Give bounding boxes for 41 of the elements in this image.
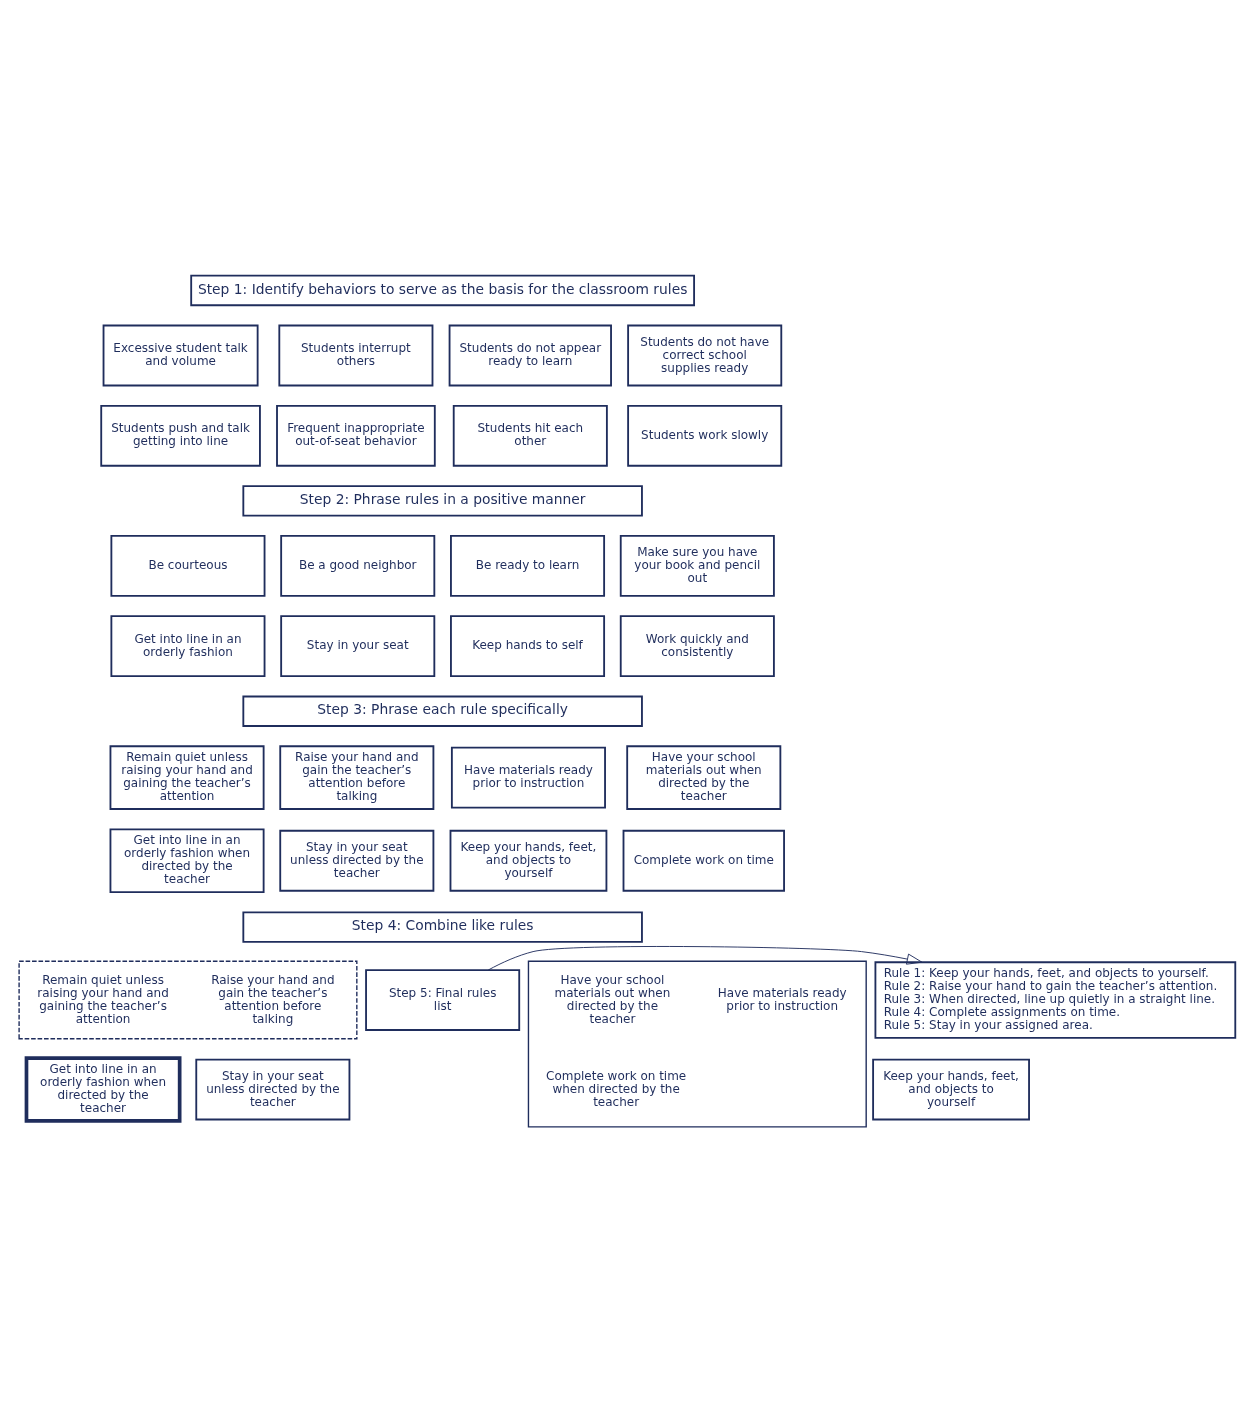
node-box: Step 4: Combine like rules	[242, 911, 643, 943]
node-box: Get into line in an orderly fashion when directed by the teacher	[24, 1056, 182, 1123]
node-box: Keep your hands, feet, and objects to yourself	[449, 829, 608, 892]
node-box: Stay in your seat	[280, 615, 436, 678]
node-box: Rule 1: Keep your hands, feet, and objects to yourself. Rule 2: Raise your hand to gain the teacher’s attention. Rule 3: When directed, line up quietly in a straight line. Rule 4: Complete assignments on time. Rule 5: Stay in your assigned area.	[874, 961, 1237, 1039]
node-box: Students push and talk getting into line	[100, 404, 261, 467]
node-box: Excessive student talk and volume	[102, 324, 259, 387]
node-box: Have your school materials out when directed by the teacher	[626, 745, 782, 810]
node-box: Make sure you have your book and pencil out	[619, 535, 775, 597]
node-box: Students interrupt others	[278, 324, 434, 387]
node-box: Get into line in an orderly fashion when directed by the teacher	[109, 828, 265, 893]
node-text: Have materials ready prior to instruction	[717, 985, 847, 1013]
node-box: Students do not have correct school supplies ready	[627, 324, 783, 387]
node-box: Students hit each other	[452, 404, 608, 467]
node-box: Frequent inappropriate out-of-seat behavior	[276, 404, 436, 467]
node-box: Students do not appear ready to learn	[448, 324, 612, 387]
arrow	[487, 946, 923, 971]
node-box: Step 2: Phrase rules in a positive manner	[242, 485, 643, 517]
node-text: Remain quiet unless raising your hand and gaining the teacher’s attention	[37, 972, 169, 1026]
node-box: Keep hands to self	[450, 615, 606, 678]
node-box: Be ready to learn	[450, 535, 606, 597]
node-text: Raise your hand and gain the teacher’s attention before talking	[211, 972, 335, 1026]
node-box: Work quickly and consistently	[619, 615, 775, 678]
node-box: Be courteous	[110, 535, 266, 597]
node-box: Remain quiet unless raising your hand and gaining the teacher’s attention	[109, 745, 265, 810]
node-box: Keep your hands, feet, and objects to yourself	[872, 1058, 1030, 1121]
node-box: Complete work on time	[622, 829, 785, 892]
node-text: Complete work on time when directed by the teacher	[546, 1068, 687, 1109]
node-text: Have your school materials out when directed by the teacher	[554, 972, 671, 1026]
node-box: Step 5: Final rules list	[365, 969, 521, 1031]
node-box: Students work slowly	[627, 404, 783, 467]
node-box: Have materials ready prior to instruction	[450, 746, 606, 809]
node-box: Step 3: Phrase each rule specifically	[242, 695, 643, 727]
node-box: Step 1: Identify behaviors to serve as the basis for the classroom rules	[190, 274, 695, 307]
node-box: Stay in your seat unless directed by the teacher	[195, 1058, 351, 1121]
node-box: Raise your hand and gain the teacher’s attention before talking	[279, 745, 435, 810]
node-box: Stay in your seat unless directed by the teacher	[279, 829, 435, 892]
cluster	[527, 960, 867, 1128]
node-box: Be a good neighbor	[280, 535, 436, 597]
cluster	[18, 960, 358, 1040]
node-box: Get into line in an orderly fashion	[110, 615, 266, 678]
